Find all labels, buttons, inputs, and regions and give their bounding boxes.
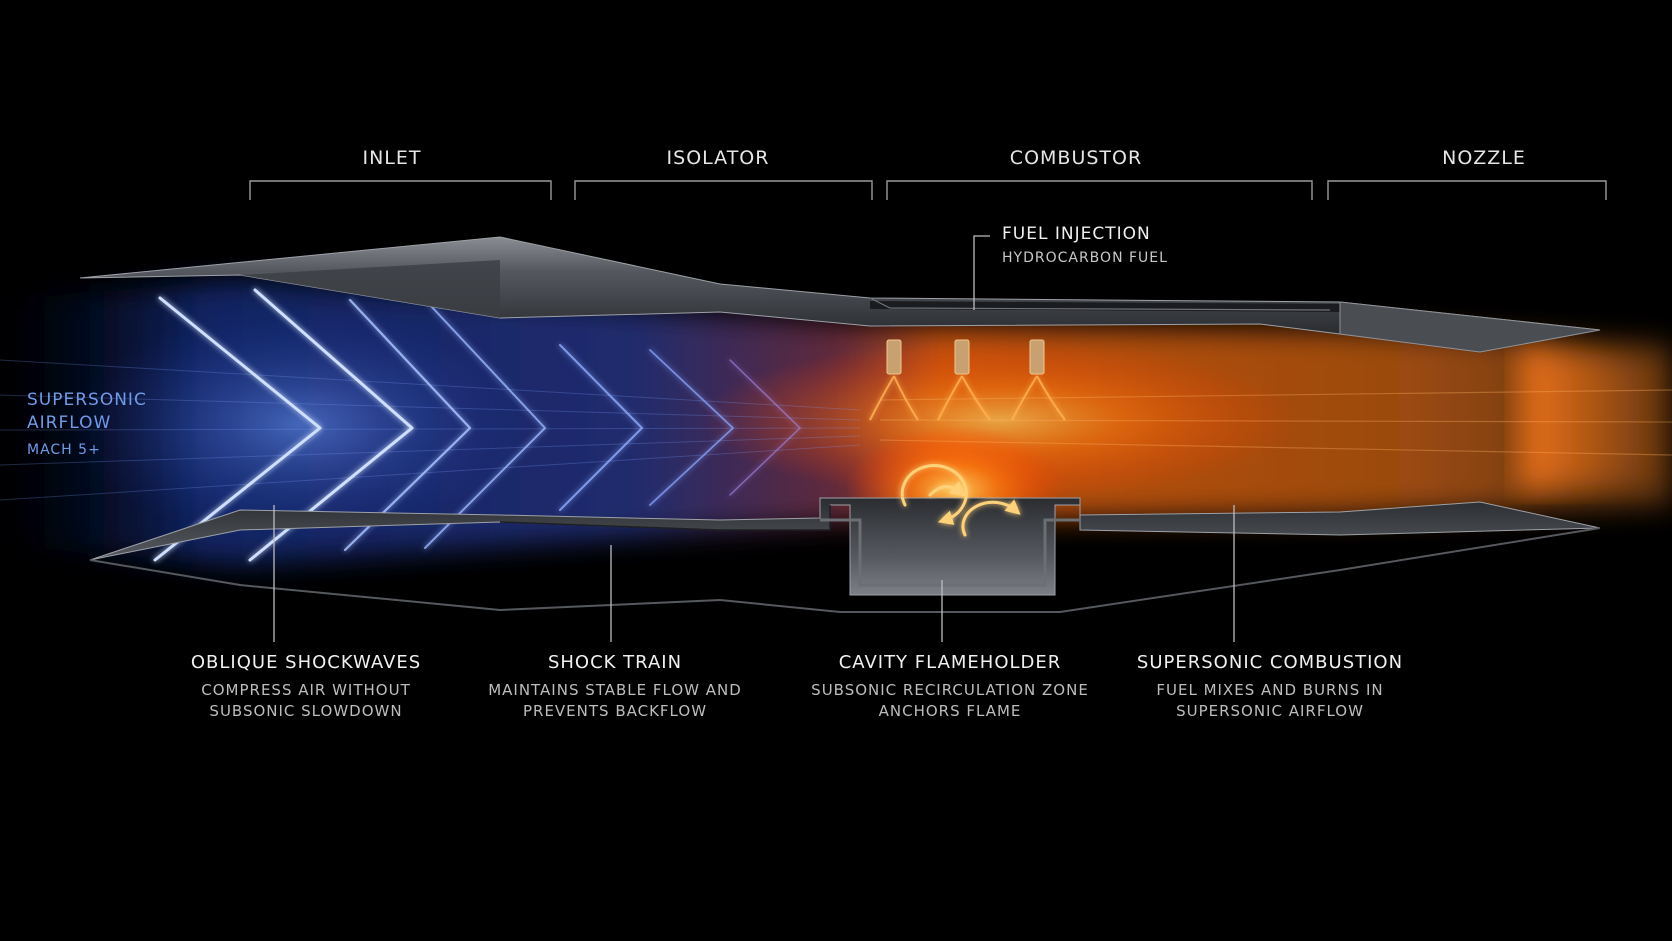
callout-description-line2: ANCHORS FLAME	[811, 701, 1089, 722]
callout-title: OBLIQUE SHOCKWAVES	[191, 652, 421, 673]
section-label-combustor: COMBUSTOR	[1010, 147, 1142, 169]
section-brackets	[250, 181, 1606, 200]
airflow-title: SUPERSONIC AIRFLOW	[27, 389, 147, 435]
callout-description: FUEL MIXES AND BURNS IN SUPERSONIC AIRFL…	[1137, 680, 1403, 722]
callout-cavity-flameholder: CAVITY FLAMEHOLDER SUBSONIC RECIRCULATIO…	[811, 652, 1089, 722]
callout-description-line2: PREVENTS BACKFLOW	[488, 701, 742, 722]
bracket-combustor	[887, 181, 1312, 200]
callout-supersonic-combustion: SUPERSONIC COMBUSTION FUEL MIXES AND BUR…	[1137, 652, 1403, 722]
callout-description-line2: SUBSONIC SLOWDOWN	[191, 701, 421, 722]
callout-shock-train: SHOCK TRAIN MAINTAINS STABLE FLOW AND PR…	[488, 652, 742, 722]
section-label-inlet: INLET	[362, 147, 421, 169]
callout-description-line1: FUEL MIXES AND BURNS IN	[1137, 680, 1403, 701]
callout-description-line2: SUPERSONIC AIRFLOW	[1137, 701, 1403, 722]
callout-title: SHOCK TRAIN	[488, 652, 742, 673]
callout-description: COMPRESS AIR WITHOUT SUBSONIC SLOWDOWN	[191, 680, 421, 722]
section-label-nozzle: NOZZLE	[1442, 147, 1526, 169]
callout-title: SUPERSONIC COMBUSTION	[1137, 652, 1403, 673]
fuel-injection-title: FUEL INJECTION	[1002, 224, 1168, 244]
fuel-injection-detail: HYDROCARBON FUEL	[1002, 250, 1168, 266]
bracket-isolator	[575, 181, 872, 200]
section-label-isolator: ISOLATOR	[667, 147, 770, 169]
callout-description-line1: COMPRESS AIR WITHOUT	[191, 680, 421, 701]
airflow-title-line2: AIRFLOW	[27, 412, 147, 435]
bracket-nozzle	[1328, 181, 1606, 200]
callout-description: MAINTAINS STABLE FLOW AND PREVENTS BACKF…	[488, 680, 742, 722]
callout-description-line1: SUBSONIC RECIRCULATION ZONE	[811, 680, 1089, 701]
bracket-inlet	[250, 181, 551, 200]
airflow-label: SUPERSONIC AIRFLOW MACH 5+	[27, 389, 147, 458]
airflow-title-line1: SUPERSONIC	[27, 389, 147, 412]
airflow-speed: MACH 5+	[27, 442, 147, 458]
callout-title: CAVITY FLAMEHOLDER	[811, 652, 1089, 673]
callout-description-line1: MAINTAINS STABLE FLOW AND	[488, 680, 742, 701]
callout-description: SUBSONIC RECIRCULATION ZONE ANCHORS FLAM…	[811, 680, 1089, 722]
fuel-injection-label: FUEL INJECTION HYDROCARBON FUEL	[1002, 224, 1168, 266]
callout-oblique-shockwaves: OBLIQUE SHOCKWAVES COMPRESS AIR WITHOUT …	[191, 652, 421, 722]
